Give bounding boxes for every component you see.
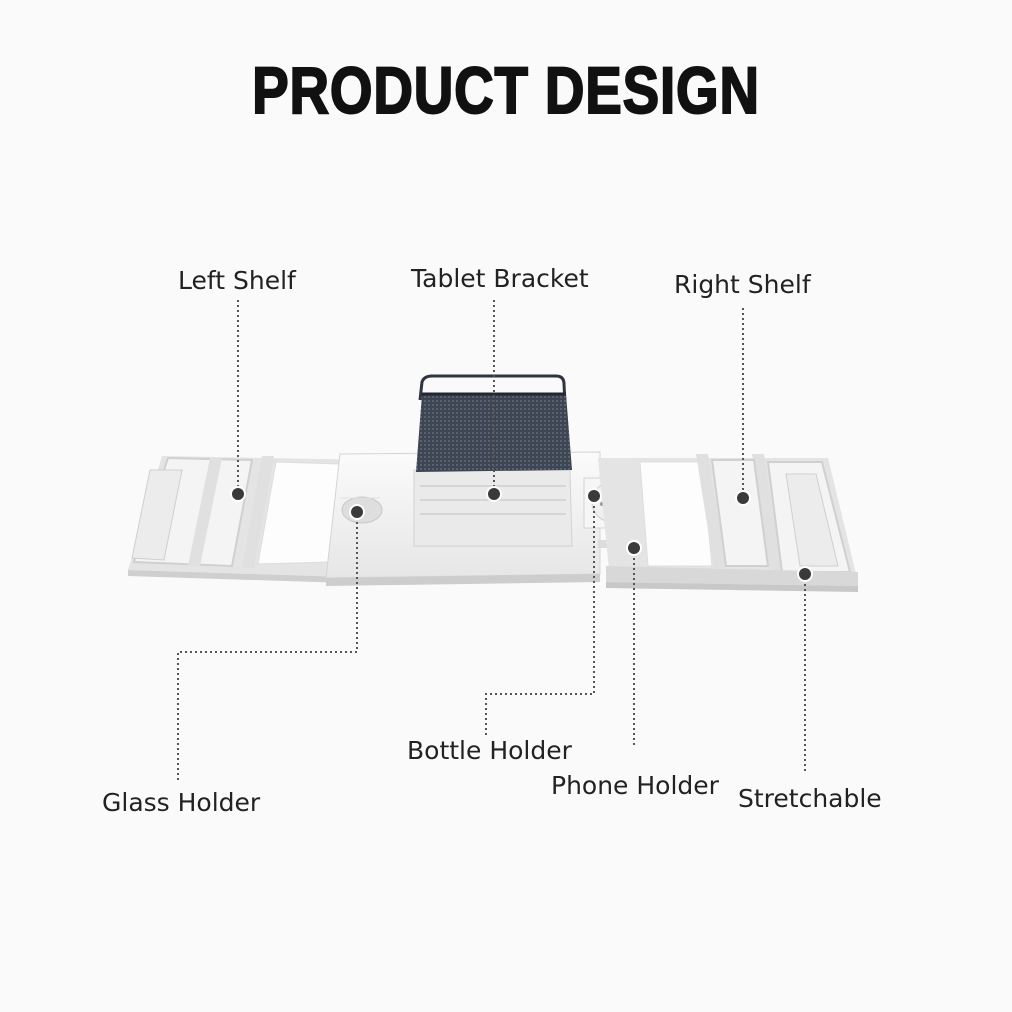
tablet-bracket-marker (486, 486, 502, 502)
stretchable-marker (797, 566, 813, 582)
marker-dots (230, 486, 813, 582)
page-title: PRODUCT DESIGN (251, 52, 760, 128)
left-shelf-marker (230, 486, 246, 502)
label-right-shelf: Right Shelf (674, 270, 811, 299)
bottle-holder-marker (586, 488, 602, 504)
center-tray-part (325, 451, 646, 586)
label-left-shelf: Left Shelf (178, 266, 296, 295)
label-tablet-bracket: Tablet Bracket (411, 264, 589, 293)
label-glass-holder: Glass Holder (102, 788, 261, 817)
left-shelf-part (128, 456, 378, 584)
right-shelf-marker (735, 490, 751, 506)
glass-holder-marker (349, 504, 365, 520)
leader-lines (177, 300, 806, 780)
label-bottle-holder: Bottle Holder (407, 736, 572, 765)
phone-holder-marker (626, 540, 642, 556)
label-stretchable: Stretchable (738, 784, 882, 813)
label-phone-holder: Phone Holder (551, 771, 719, 800)
right-shelf-part (598, 454, 858, 592)
